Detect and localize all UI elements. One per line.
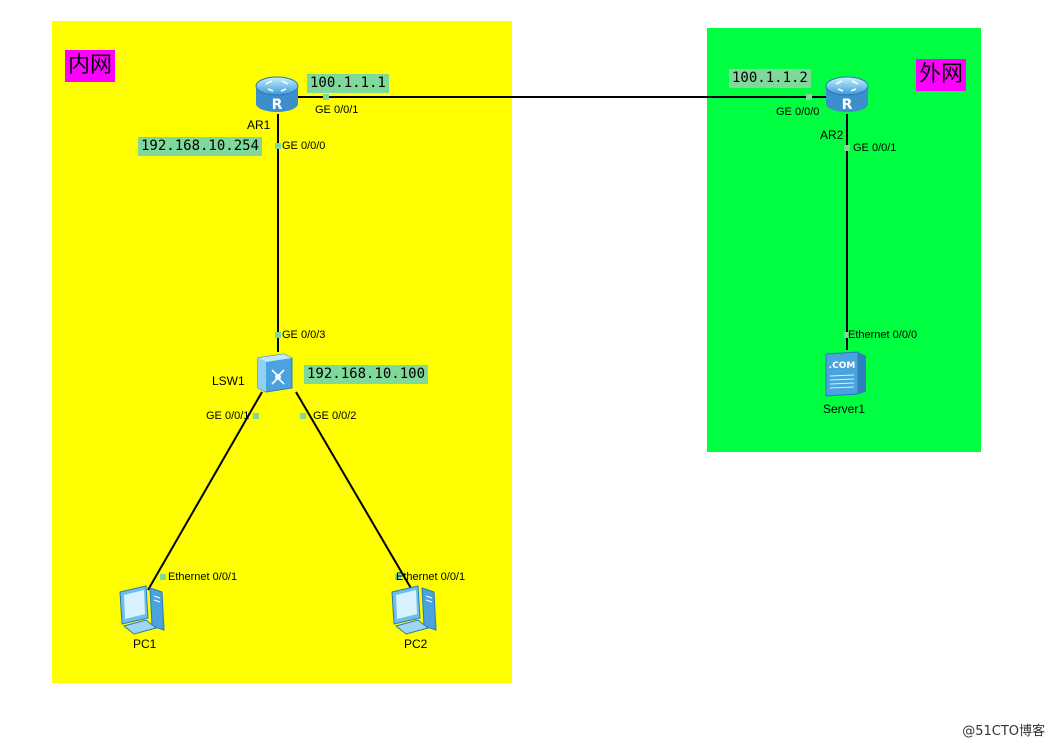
- port-label-ar1-ge000: GE 0/0/0: [282, 140, 326, 152]
- port-label-lsw1-ge001: GE 0/0/1: [206, 410, 250, 422]
- link-lsw1-pc2[interactable]: [295, 391, 413, 591]
- pc-icon: [391, 585, 437, 635]
- port-dot-pc1: [160, 574, 166, 580]
- server-icon: .COM: [825, 351, 866, 397]
- router-icon: R: [255, 76, 299, 113]
- port-dot-lsw1-ge001: [253, 413, 259, 419]
- port-label-ar2-ge001: GE 0/0/1: [853, 142, 897, 154]
- server-badge-text: .COM: [829, 361, 856, 371]
- svg-text:R: R: [272, 97, 283, 113]
- port-dots: [160, 94, 850, 580]
- pc2-name: PC2: [404, 637, 428, 651]
- port-label-ar2-ge000: GE 0/0/0: [776, 106, 820, 118]
- port-label-server1: Ethernet 0/0/0: [848, 329, 918, 341]
- inner-network-label: 内网: [65, 50, 116, 82]
- port-dot-ar1-ge001: [323, 94, 329, 100]
- ip-label-ar1-ge001: 100.1.1.1: [307, 74, 389, 93]
- inner-network-zone: [52, 21, 512, 683]
- lsw1-name: LSW1: [212, 374, 245, 388]
- ip-label-lsw1: 192.168.10.100: [304, 365, 429, 384]
- outer-network-label: 外网: [916, 59, 967, 91]
- port-dot-lsw1-ge003: [275, 332, 281, 338]
- router-ar2[interactable]: R: [824, 72, 870, 118]
- port-dot-ar2-ge000: [806, 94, 812, 100]
- switch-icon: [257, 353, 293, 393]
- port-label-ar1-ge001: GE 0/0/1: [315, 104, 359, 116]
- ip-label-ar2-ge000: 100.1.1.2: [729, 69, 811, 88]
- watermark: @51CTO博客: [962, 724, 1045, 739]
- router-ar1[interactable]: R: [254, 72, 300, 118]
- port-dot-server1: [844, 332, 850, 338]
- port-label-pc1: Ethernet 0/0/1: [168, 571, 238, 583]
- pc-pc1[interactable]: [118, 584, 172, 636]
- port-label-lsw1-ge003: GE 0/0/3: [282, 329, 326, 341]
- switch-lsw1[interactable]: [254, 352, 294, 394]
- port-dot-ar2-ge001: [844, 145, 850, 151]
- ar1-name: AR1: [247, 118, 271, 132]
- ar2-name: AR2: [820, 128, 844, 142]
- link-lsw1-pc1[interactable]: [147, 391, 263, 591]
- server-server1[interactable]: .COM: [824, 350, 868, 398]
- port-label-pc2: Ethernet 0/0/1: [396, 571, 466, 583]
- pc1-name: PC1: [133, 637, 157, 651]
- port-dot-ar1-ge000: [275, 143, 281, 149]
- pc-icon: [119, 585, 165, 635]
- router-icon: R: [825, 76, 869, 113]
- svg-text:R: R: [842, 97, 853, 113]
- port-dot-pc2: [395, 574, 401, 580]
- port-label-lsw1-ge002: GE 0/0/2: [313, 410, 357, 422]
- port-dot-lsw1-ge002: [300, 413, 306, 419]
- server1-name: Server1: [823, 402, 866, 416]
- ip-label-ar1-ge000: 192.168.10.254: [138, 137, 263, 156]
- pc-pc2[interactable]: [390, 584, 444, 636]
